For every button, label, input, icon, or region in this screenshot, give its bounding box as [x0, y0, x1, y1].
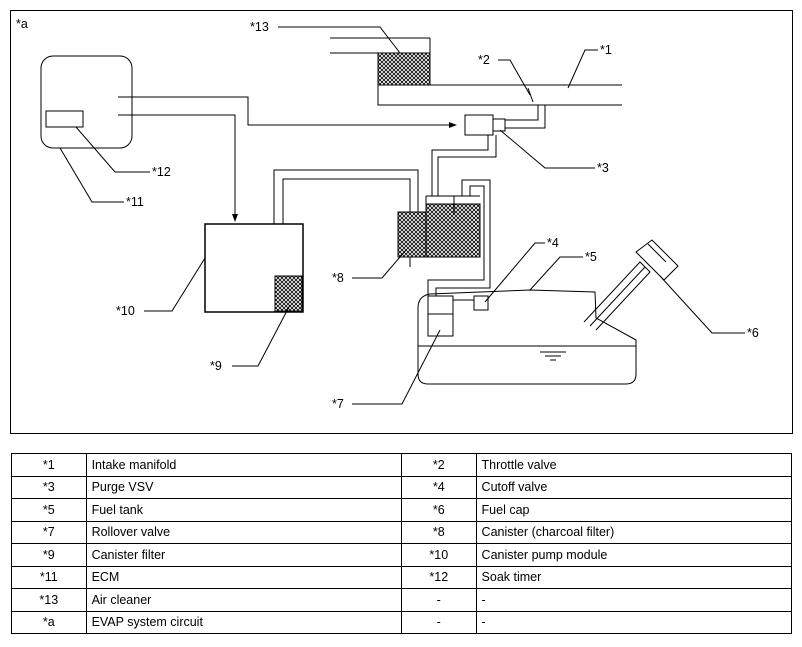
callout-10: *10: [116, 304, 135, 318]
callout-6: *6: [747, 326, 759, 340]
legend-code: *3: [11, 475, 87, 499]
legend-code: *7: [11, 520, 87, 544]
callout-9: *9: [210, 359, 222, 373]
leader-7: [352, 329, 441, 405]
legend-code: *5: [11, 498, 87, 522]
legend-code: *a: [11, 610, 87, 634]
legend-code: *6: [400, 498, 477, 522]
leader-12: [75, 126, 150, 173]
legend-description: Intake manifold: [85, 453, 402, 477]
legend-code: -: [400, 610, 477, 634]
callout-4: *4: [547, 236, 559, 250]
legend-code: *11: [11, 565, 87, 589]
legend-description: ECM: [85, 565, 402, 589]
legend-code: *2: [400, 453, 477, 477]
canister-tank-pipe: [435, 179, 491, 296]
figure-label: *a: [16, 17, 28, 31]
canister-filter: [274, 275, 303, 312]
vsv-intake-pipe: [505, 105, 539, 121]
legend-description: Purge VSV: [85, 475, 402, 499]
callout-7: *7: [332, 397, 344, 411]
leader-3: [499, 129, 595, 169]
legend-code: *13: [11, 588, 87, 612]
leader-1: [567, 49, 598, 89]
vsv-canister-pipe: [431, 135, 489, 196]
legend-description: Canister (charcoal filter): [475, 520, 793, 544]
legend-description: Soak timer: [475, 565, 793, 589]
intake-manifold-bottom: [377, 85, 622, 106]
callout-1: *1: [600, 43, 612, 57]
legend-code: *12: [400, 565, 477, 589]
legend-description: EVAP system circuit: [85, 610, 402, 634]
legend-code: *8: [400, 520, 477, 544]
legend-description: Canister filter: [85, 543, 402, 567]
legend-code: *1: [11, 453, 87, 477]
leader-5: [529, 256, 583, 291]
legend-description: Cutoff valve: [475, 475, 793, 499]
canister: [397, 211, 429, 258]
leader-6: [659, 275, 745, 334]
pump-canister-pipe: [273, 169, 419, 224]
callout-11: *11: [126, 195, 144, 209]
legend-description: Fuel cap: [475, 498, 793, 522]
leader-8: [352, 249, 407, 279]
legend-description: Canister pump module: [475, 543, 793, 567]
legend-description: -: [475, 610, 793, 634]
legend-description: Throttle valve: [475, 453, 793, 477]
leader-2: [498, 59, 531, 96]
callout-2: *2: [478, 53, 490, 67]
soak-timer-box: [45, 110, 84, 128]
leader-9: [232, 304, 291, 367]
canister-pump-module: [204, 223, 304, 313]
legend-code: *10: [400, 543, 477, 567]
diagram-frame: [10, 10, 793, 434]
fuel-tank: [417, 289, 637, 385]
callout-5: *5: [585, 250, 597, 264]
legend-description: -: [475, 588, 793, 612]
leader-4: [484, 242, 545, 303]
callout-12: *12: [152, 165, 171, 179]
leader-13: [278, 26, 401, 54]
ecm-box: [40, 55, 133, 149]
callout-8: *8: [332, 271, 344, 285]
throttle-valve: [527, 87, 534, 103]
cutoff-valve: [473, 295, 489, 311]
leader-10: [144, 257, 206, 312]
ecm-to-vsv-line: [118, 96, 457, 128]
air-cleaner: [377, 52, 431, 86]
legend-description: Rollover valve: [85, 520, 402, 544]
purge-vsv: [464, 114, 494, 136]
legend-description: Fuel tank: [85, 498, 402, 522]
ecm-to-pump-line: [118, 114, 238, 222]
legend-code: -: [400, 588, 477, 612]
leader-11: [59, 147, 124, 203]
rollover-valve: [427, 295, 454, 337]
callout-13: *13: [250, 20, 269, 34]
legend-code: *9: [11, 543, 87, 567]
legend-description: Air cleaner: [85, 588, 402, 612]
legend-code: *4: [400, 475, 477, 499]
fuel-cap: [635, 239, 679, 281]
callout-3: *3: [597, 161, 609, 175]
